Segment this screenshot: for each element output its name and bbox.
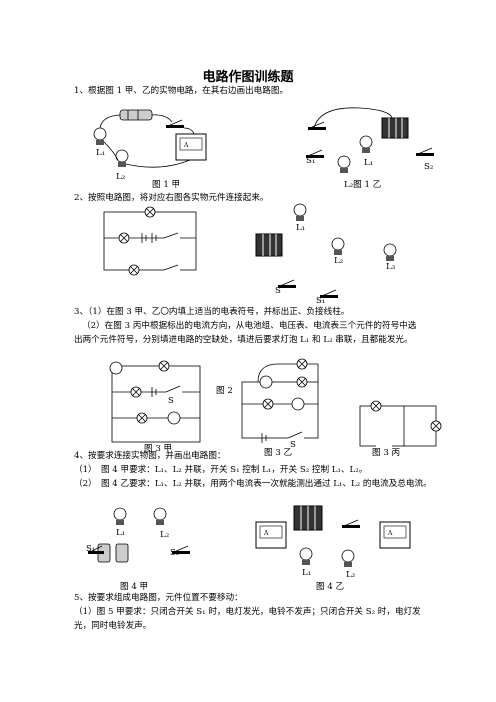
page-title: 电路作图训练题: [202, 70, 294, 85]
caption-fig4a: 图 4 甲: [120, 582, 149, 592]
figure-2-schematic: [103, 206, 197, 276]
switch-s1-icon: [320, 289, 338, 298]
ammeter-icon: A: [255, 521, 287, 549]
figure-2-components: [255, 203, 397, 298]
label-q2-l1: L₁: [296, 223, 306, 233]
switch-s2-icon: [416, 147, 434, 156]
switch-icon: [166, 119, 184, 128]
ammeter-icon: A: [379, 521, 411, 549]
svg-text:A: A: [387, 530, 393, 537]
bulb-l1-icon: [299, 547, 313, 565]
q2-text: 2、按照电路图，将对应右图各实物元件连接起来。: [74, 193, 269, 203]
switch-s1-icon: [88, 545, 104, 554]
bulb-l1-icon: [113, 507, 127, 525]
svg-text:A: A: [263, 530, 269, 537]
battery-icon: [119, 109, 153, 121]
battery-pack-icon: [255, 233, 283, 257]
caption-fig3b: 图 3 乙: [264, 448, 293, 458]
figure-4a: [88, 507, 190, 563]
label-q4-l2: L₂: [160, 530, 170, 540]
bulb-l2-icon: [337, 155, 351, 173]
caption-fig3a: 图 3 甲: [144, 444, 173, 454]
q4-text: 4、按要求连接实物图，并画出电路图：: [74, 451, 226, 461]
switch-icon: [308, 121, 326, 130]
label-l1: L₁: [96, 148, 106, 158]
q4-item1: （1） 图 4 甲要求：L₁、L₂ 并联，开关 S₁ 控制 L₁，开关 S₂ 控…: [74, 465, 368, 475]
label-s1: S₁: [306, 156, 316, 166]
bulb-l1-icon: [293, 203, 307, 221]
q3-line1: 3、（1）在图 3 甲、乙〇内填上适当的电表符号，并标出正、负接线柱。: [74, 307, 350, 317]
q3-line3: 出两个元件符号，分别填进电路的空缺处，填进后要求灯泡 L₁ 和 L₂ 串联，且都…: [74, 335, 413, 345]
q5-item2: 光，同时电铃发声。: [74, 621, 152, 631]
bulb-l2-icon: [153, 507, 167, 525]
figure-4b: A A: [255, 505, 411, 567]
bulb-l2-icon: [341, 549, 355, 567]
label-l1b: L₁: [364, 158, 374, 168]
label-q4-s2: S₂: [170, 548, 180, 558]
label-q4b-l2: L₂: [346, 570, 356, 580]
figure-3b: [241, 358, 319, 443]
battery-pack-icon: [293, 505, 323, 531]
label-l2: L₂: [116, 172, 126, 182]
switch-s-icon: [278, 279, 296, 288]
bulb-l2-icon: [115, 149, 129, 167]
figure-3c: [359, 400, 442, 449]
switch-s2-icon: [172, 545, 190, 554]
q5-text: 5、按要求组成电路图，元件位置不要移动：: [74, 593, 243, 603]
q5-item1: （1）图 5 甲要求：只闭合开关 S₁ 时，电灯发光，电铃不发声；只闭合开关 S…: [74, 607, 421, 617]
caption-fig1a: 图 1 甲: [152, 180, 181, 190]
label-q2-l2: L₂: [334, 256, 344, 266]
battery-pack-icon: [381, 117, 409, 139]
q4-item2: （2） 图 4 乙要求：L₁、L₂ 并联，用两个电流表一次就能测出通过 L₁、L…: [74, 479, 432, 489]
figure-1a: A: [93, 109, 207, 168]
bulb-l1-icon: [359, 135, 373, 153]
switch-s1-icon: [306, 149, 324, 158]
label-q4-s1: S₁: [86, 544, 96, 554]
label-q4-l1: L₁: [116, 528, 126, 538]
bulb-l1-icon: [93, 127, 107, 145]
label-s2: S₂: [424, 162, 434, 172]
label-q3b-s: S: [290, 440, 296, 450]
figure-3a: [109, 360, 201, 443]
caption-fig1b: L₂图 1 乙: [344, 180, 382, 190]
svg-text:A: A: [183, 142, 189, 149]
caption-fig4b: 图 4 乙: [316, 582, 345, 592]
switch-icon: [342, 519, 360, 528]
bulb-l3-icon: [383, 243, 397, 261]
q3-line2: （2）在图 3 丙中根据标出的电流方向，从电池组、电压表、电流表三个元件的符号中…: [82, 321, 417, 331]
label-q2-s: S: [275, 286, 281, 296]
label-q2-s1: S₁: [316, 296, 326, 306]
caption-fig2: 图 2: [216, 386, 233, 396]
label-q3-s: S: [168, 396, 174, 406]
ammeter-icon: A: [175, 133, 207, 161]
figure-1b: [306, 107, 434, 173]
bulb-l2-icon: [331, 237, 345, 255]
label-q4b-l1: L₁: [302, 568, 312, 578]
q1-text: 1、根据图 1 甲、乙的实物电路，在其右边画出电路图。: [74, 86, 289, 96]
caption-fig3c: 图 3 丙: [372, 448, 401, 458]
label-q2-l3: L₃: [386, 262, 396, 272]
